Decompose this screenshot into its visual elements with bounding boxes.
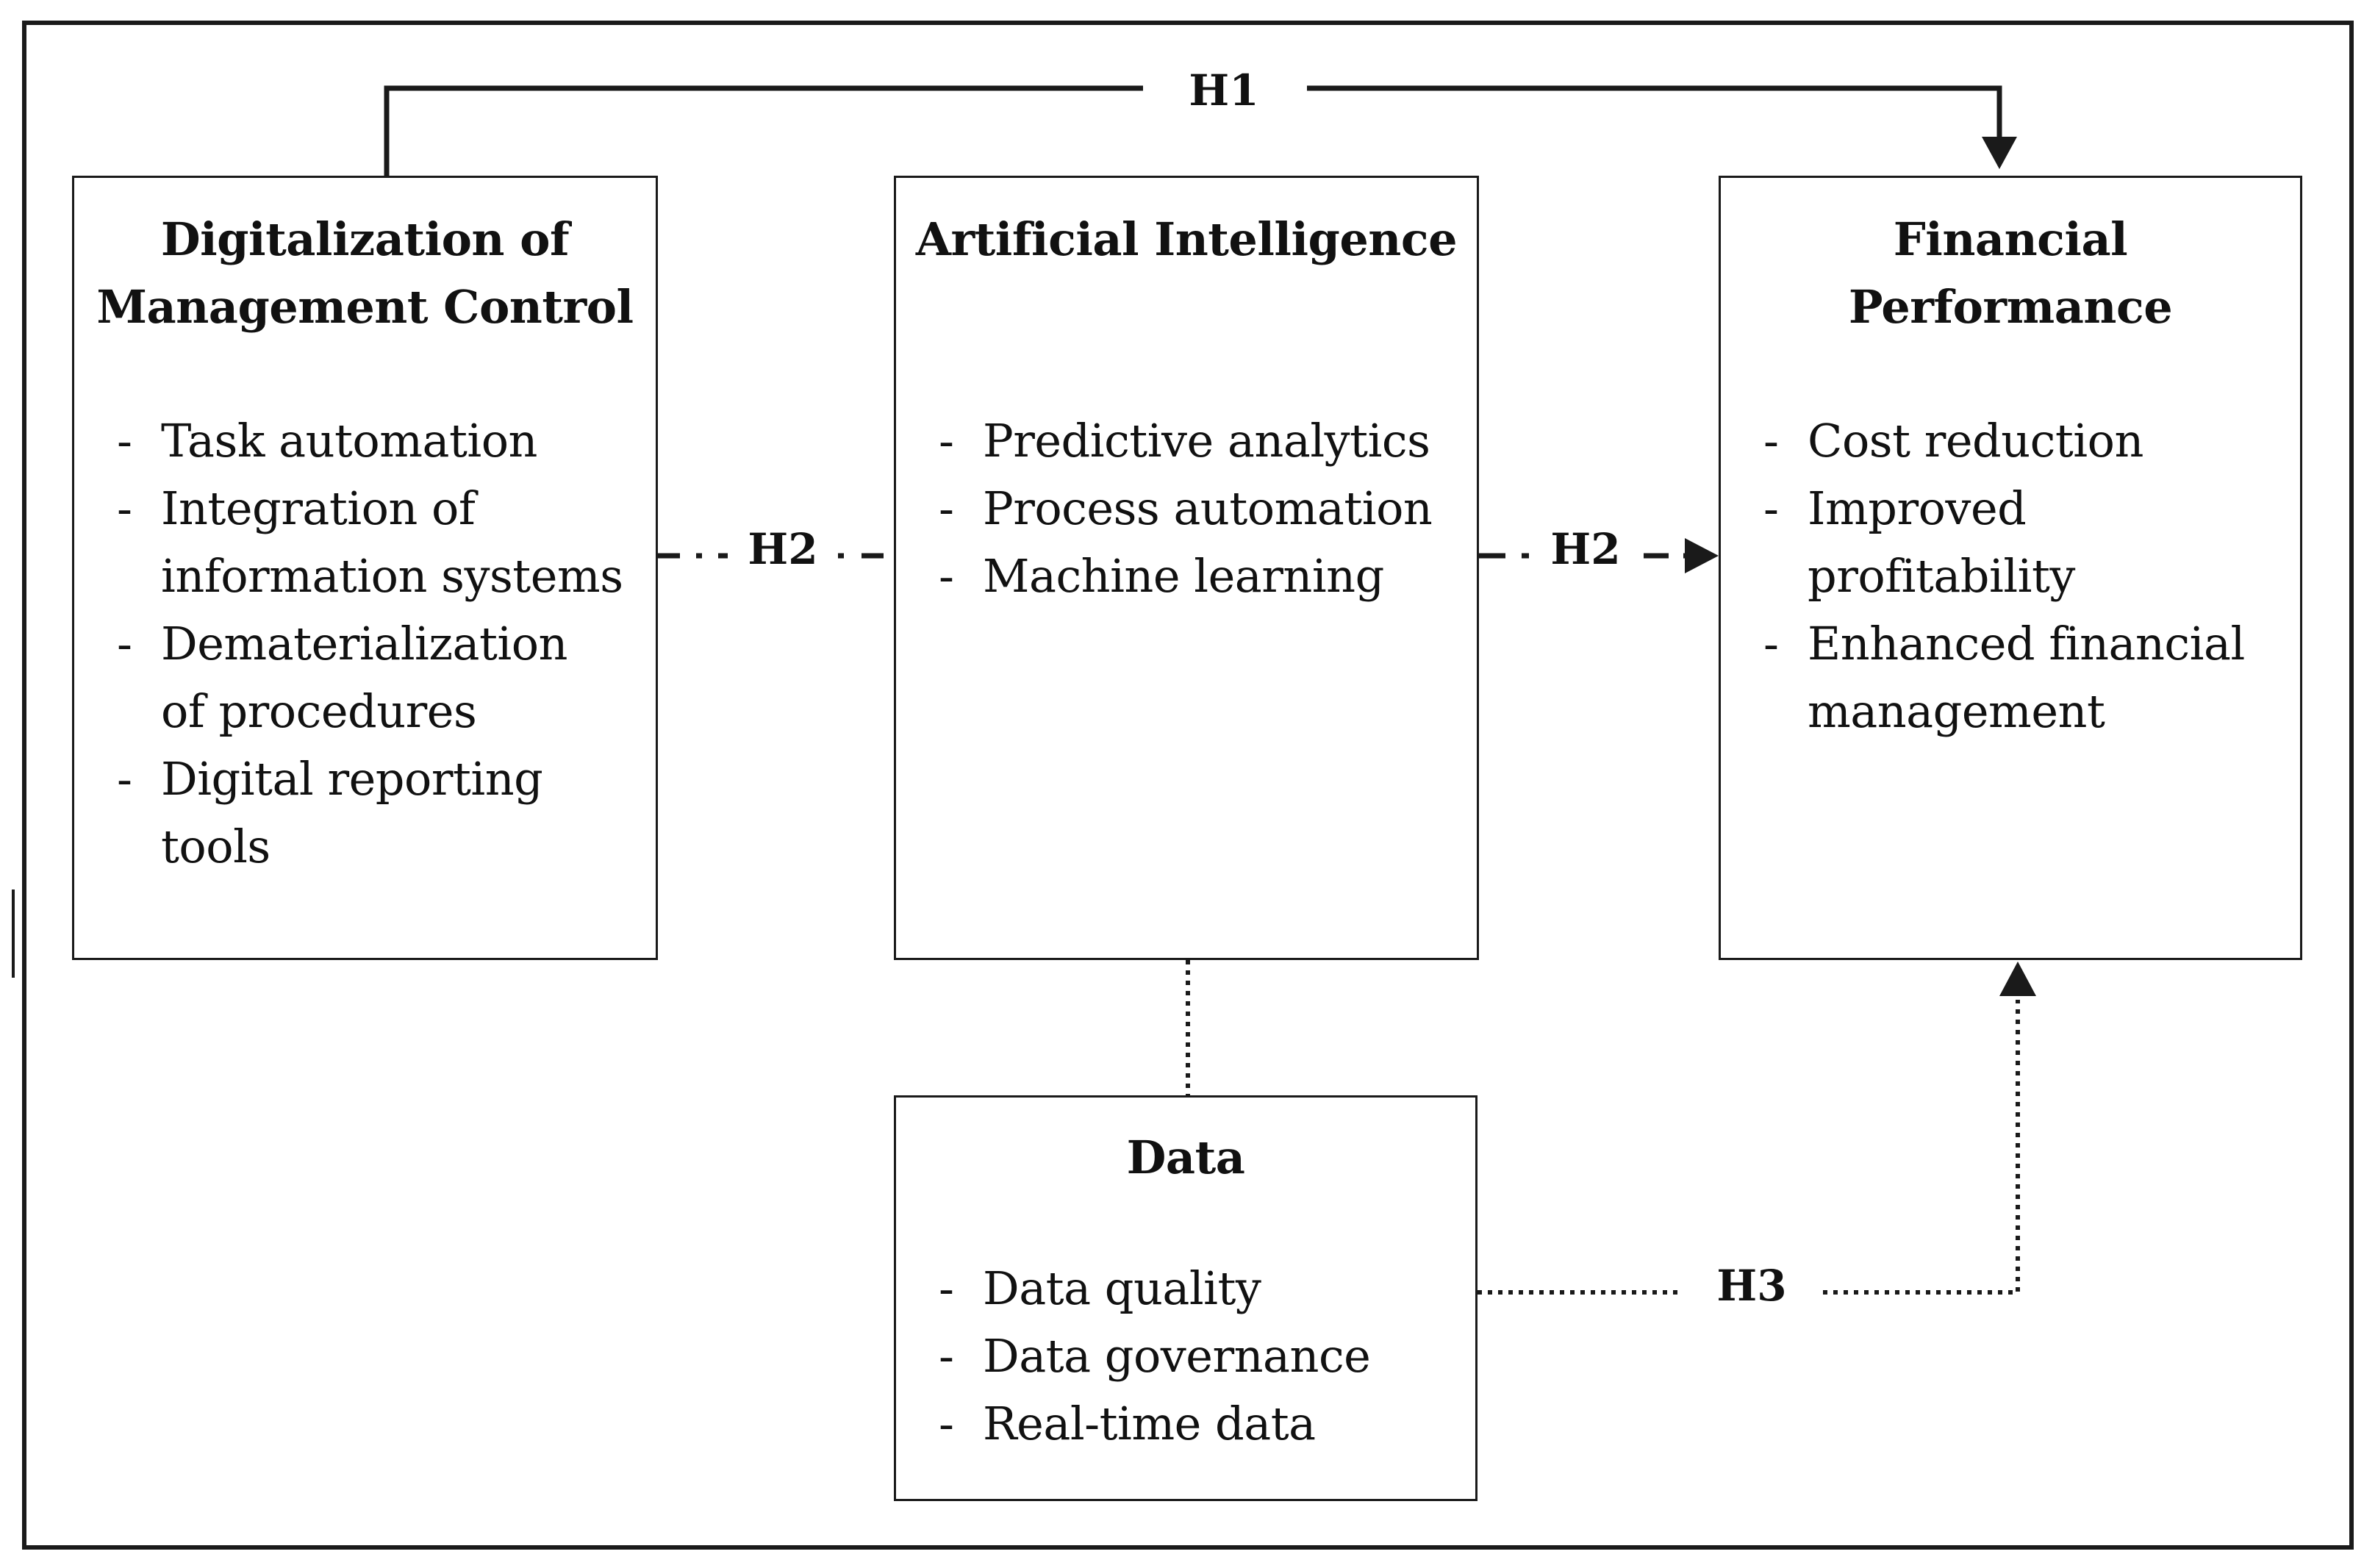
h2-right-label: H2 <box>1538 523 1633 575</box>
dmc-item: -Integration of information systems <box>74 475 656 610</box>
bullet-dash: - <box>117 752 132 806</box>
bullet-dash: - <box>939 482 954 535</box>
h3-connector-right <box>1823 1000 2020 1295</box>
data-box: Data -Data quality -Data governance -Rea… <box>894 1095 1478 1501</box>
bullet-dash: - <box>939 1397 954 1450</box>
outer-frame <box>22 21 2354 1550</box>
h1-arrowhead <box>1982 137 2017 169</box>
ai-item: -Predictive analytics <box>896 407 1477 475</box>
h1-connector-right <box>1307 85 2002 140</box>
ai-title: Artificial Intelligence <box>915 212 1458 266</box>
fp-item-list: -Cost reduction -Improved profitability … <box>1721 407 2300 745</box>
h3-label: H3 <box>1704 1260 1799 1311</box>
bullet-dash: - <box>939 414 954 468</box>
dmc-box: Digitalization of Management Control -Ta… <box>72 176 658 960</box>
dmc-item: -Dematerialization of procedures <box>74 610 656 745</box>
ai-item: -Process automation <box>896 475 1477 543</box>
data-item: -Data quality <box>896 1255 1475 1322</box>
h2-left-label: H2 <box>735 523 831 575</box>
h2-right-arrowhead <box>1685 538 1719 573</box>
fp-box: Financial Performance -Cost reduction -I… <box>1719 176 2302 960</box>
dmc-item: -Task automation <box>74 407 656 475</box>
fp-item: -Improved profitability <box>1721 475 2300 610</box>
data-title: Data <box>1126 1131 1245 1184</box>
h1-connector <box>384 85 1143 176</box>
data-item: -Data governance <box>896 1322 1475 1390</box>
bullet-dash: - <box>1763 414 1779 468</box>
dmc-item: -Digital reporting tools <box>74 745 656 881</box>
data-item-list: -Data quality -Data governance -Real-tim… <box>896 1255 1475 1458</box>
bullet-dash: - <box>939 1261 954 1315</box>
fp-title: Financial Performance <box>1848 212 2173 334</box>
bullet-dash: - <box>1763 482 1779 535</box>
h3-arrowhead <box>1999 962 2036 996</box>
ai-item: -Machine learning <box>896 543 1477 610</box>
fp-item: -Enhanced financial management <box>1721 610 2300 745</box>
ai-box: Artificial Intelligence -Predictive anal… <box>894 176 1479 960</box>
dmc-item-list: -Task automation -Integration of informa… <box>74 407 656 881</box>
bullet-dash: - <box>939 549 954 603</box>
dmc-title: Digitalization of Management Control <box>96 212 634 334</box>
bullet-dash: - <box>117 482 132 535</box>
ai-item-list: -Predictive analytics -Process automatio… <box>896 407 1477 610</box>
fp-item: -Cost reduction <box>1721 407 2300 475</box>
edge-mark <box>12 889 15 978</box>
data-item: -Real-time data <box>896 1390 1475 1458</box>
bullet-dash: - <box>117 617 132 670</box>
bullet-dash: - <box>1763 617 1779 670</box>
bullet-dash: - <box>117 414 132 468</box>
h1-label: H1 <box>1176 65 1272 116</box>
bullet-dash: - <box>939 1329 954 1383</box>
